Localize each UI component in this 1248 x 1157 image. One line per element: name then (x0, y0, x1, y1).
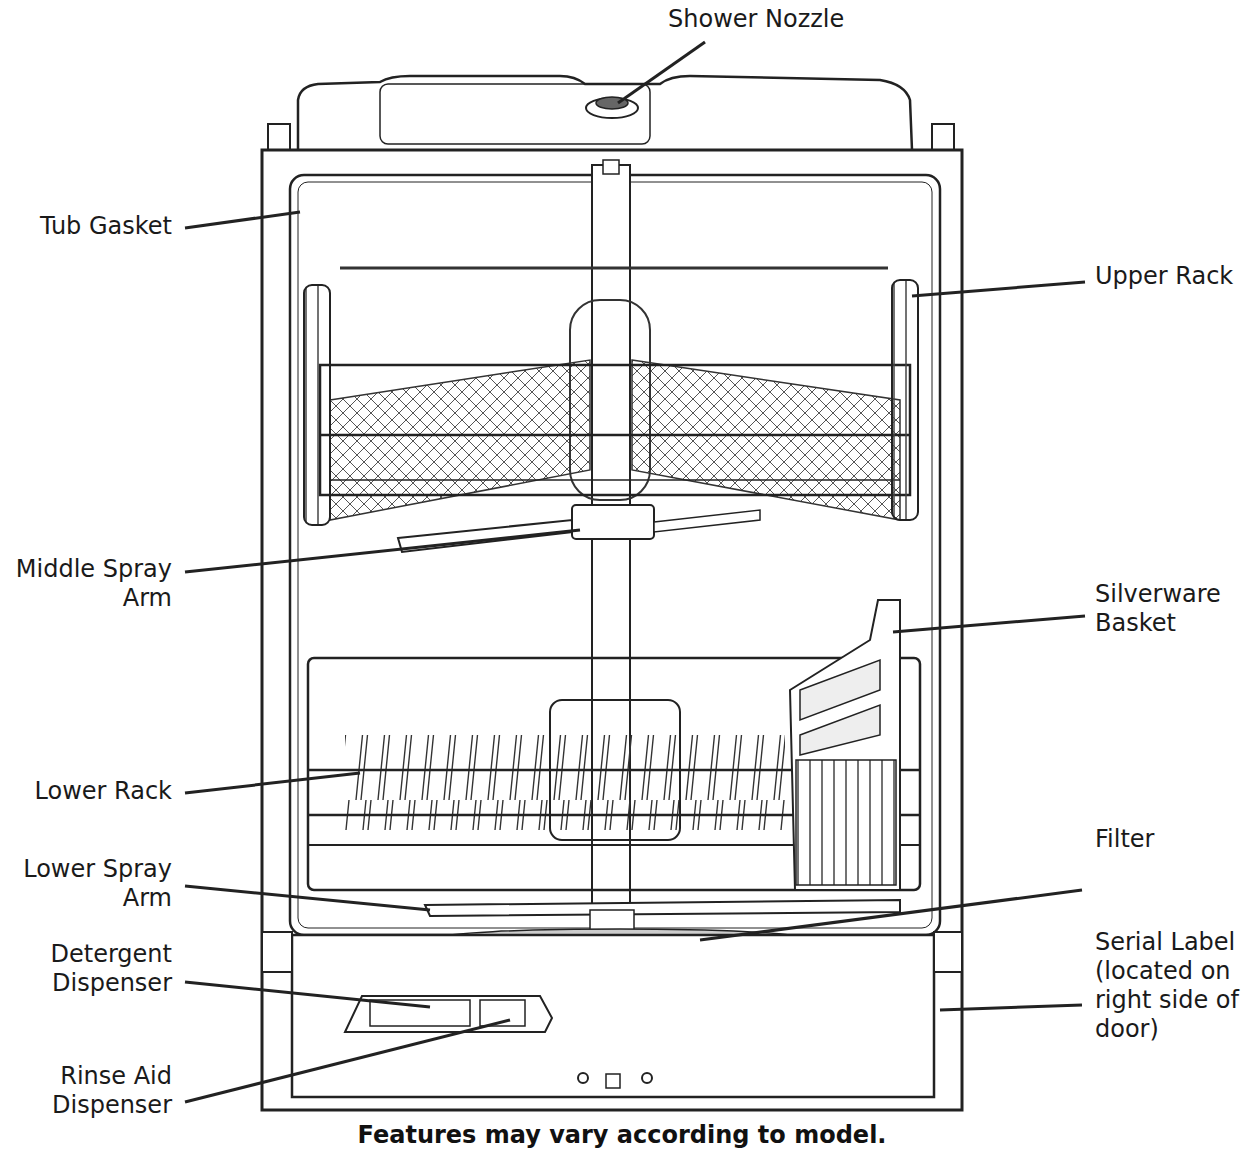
part-label: Rinse Aid Dispenser (0, 1062, 172, 1120)
part-label: Filter (1095, 825, 1245, 854)
leader-line (185, 886, 430, 910)
rack-rail (340, 267, 888, 270)
caption: Features may vary according to model. (222, 1120, 1022, 1150)
part-label: Silverware Basket (1095, 580, 1245, 638)
door-screw (578, 1073, 588, 1083)
leader-line (912, 282, 1085, 296)
lower-spray-arm (425, 900, 900, 930)
rack-arch (570, 300, 650, 500)
frame-bracket (932, 124, 954, 150)
shower-nozzle (586, 97, 638, 118)
rack-side (304, 285, 330, 525)
nozzle-base (586, 98, 638, 118)
leader-line (700, 890, 1082, 940)
door-hinge (262, 932, 292, 972)
leader-line (185, 773, 360, 793)
part-label: Upper Rack (1095, 262, 1245, 291)
part-label: Serial Label (located on right side of d… (1095, 928, 1248, 1044)
part-label: Shower Nozzle (668, 5, 908, 34)
leader-line (185, 1020, 510, 1102)
leader-line (185, 530, 580, 572)
housing-panel (380, 84, 650, 144)
leader-line (893, 616, 1085, 632)
rack-frame (320, 365, 910, 495)
door-panel (292, 935, 934, 1097)
rack-side (892, 280, 918, 520)
basket-body (790, 600, 900, 890)
rack-frame (308, 658, 920, 890)
top-housing (298, 76, 912, 150)
arm-blade (654, 510, 760, 532)
arm-hub (590, 910, 634, 930)
part-label: Lower Spray Arm (0, 855, 172, 913)
basket-lid (800, 660, 880, 755)
upper-rack (304, 268, 918, 525)
arm-hub (572, 505, 654, 539)
door-latch (606, 1074, 620, 1088)
door-screw (642, 1073, 652, 1083)
lower-rack (308, 658, 920, 890)
door (262, 932, 962, 1097)
basket-grid (796, 760, 896, 885)
part-label: Detergent Dispenser (0, 940, 172, 998)
leader-line (185, 212, 300, 228)
appliance-body (262, 76, 962, 1110)
outer-frame (262, 150, 962, 1110)
door-hinge (934, 932, 962, 972)
rack-rail (320, 434, 910, 437)
part-label: Lower Rack (0, 777, 172, 806)
part-label: Tub Gasket (0, 212, 172, 241)
leader-line (185, 982, 430, 1007)
frame-bracket (268, 124, 290, 150)
silverware-basket (790, 600, 900, 890)
tube-cap (603, 160, 619, 174)
part-label: Middle Spray Arm (0, 555, 172, 613)
leader-line (940, 1005, 1082, 1010)
rack-rail (330, 479, 900, 481)
leader-lines (185, 42, 1085, 1102)
arm-blade (425, 900, 900, 916)
leader-line (618, 42, 705, 103)
